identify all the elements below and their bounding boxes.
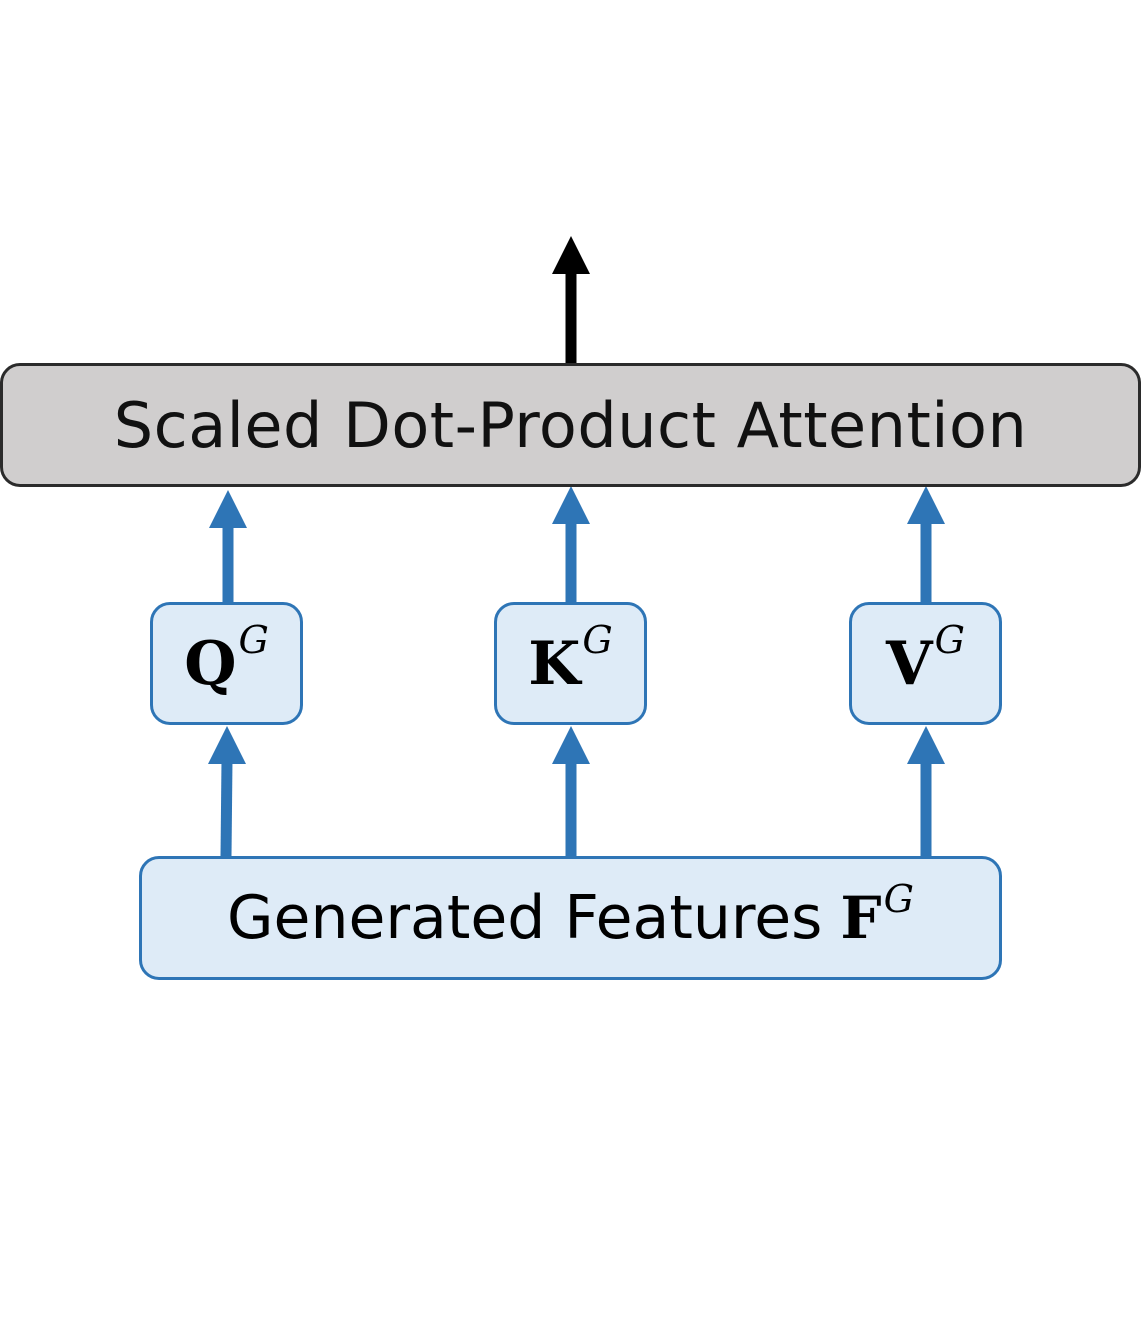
q-to-attention-arrow [209, 490, 247, 602]
features-to-q-arrow [208, 726, 246, 857]
value-symbol: V [886, 628, 933, 699]
query-superscript: G [238, 617, 269, 662]
v-to-attention-arrow [907, 486, 945, 610]
output-arrow [552, 236, 590, 363]
value-superscript: G [934, 617, 965, 662]
features-superscript: G [883, 877, 914, 921]
k-to-attention-arrow [552, 486, 590, 602]
features-to-k-arrow [552, 726, 590, 856]
features-to-v-arrow [907, 726, 945, 856]
key-symbol: K [528, 628, 581, 699]
attention-block: Scaled Dot-Product Attention [0, 363, 1141, 487]
features-symbol: F [840, 884, 882, 952]
generated-features-label: Generated Features [227, 883, 823, 953]
query-symbol: Q [184, 628, 237, 699]
key-superscript: G [582, 617, 613, 662]
attention-label: Scaled Dot-Product Attention [113, 388, 1028, 462]
